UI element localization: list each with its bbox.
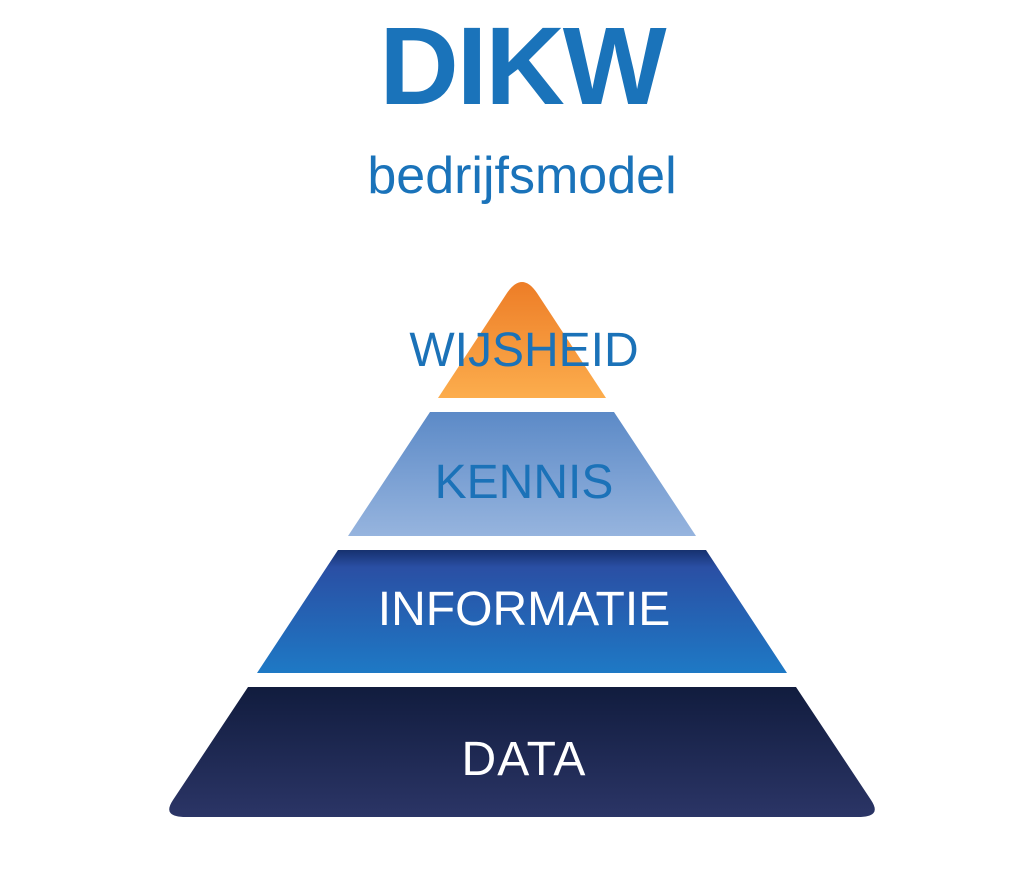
pyramid-level-wijsheid-shape [438,282,606,398]
page-title: DIKW [379,5,666,128]
pyramid-level-kennis-shape [348,412,696,536]
page-subtitle: bedrijfsmodel [367,147,677,205]
pyramid-level-data-shape [169,687,875,817]
pyramid-level-informatie-shape [257,550,787,673]
